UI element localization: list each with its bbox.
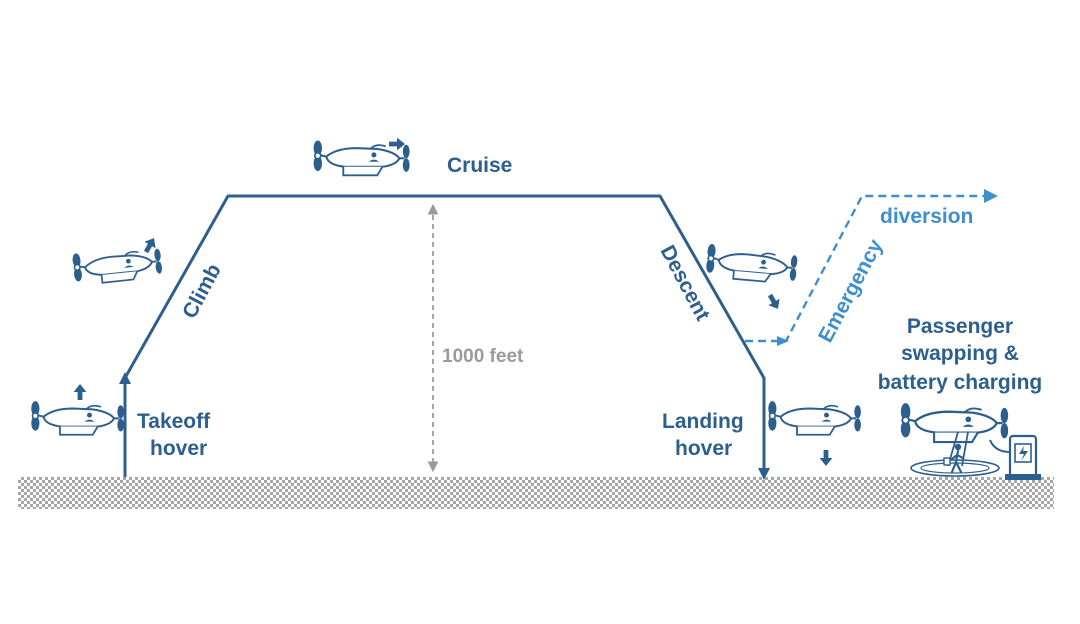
landing-label-line1: Landing (662, 410, 744, 433)
descent-label: Descent (656, 242, 715, 325)
arrow-right-icon (389, 137, 405, 151)
diversion-branch-arrowhead (777, 336, 789, 346)
landing-label-line2: hover (675, 437, 732, 460)
passenger-label-line1: Passenger (907, 315, 1013, 338)
takeoff-label-line2: hover (150, 437, 207, 460)
evtol-aircraft-icon (704, 242, 800, 286)
emergency-label: Emergency (814, 235, 888, 346)
evtol-aircraft-icon (767, 400, 862, 436)
takeoff-label-line1: Takeoff (137, 410, 211, 433)
emergency-diversion-path (745, 194, 985, 343)
flight-path (123, 194, 766, 477)
evtol-aircraft-icon (30, 400, 125, 436)
cruise-label: Cruise (447, 154, 512, 177)
arrow-down-right-icon (764, 291, 784, 313)
passenger-label-line3: battery charging (878, 371, 1043, 394)
charging-station-icon (989, 434, 1041, 480)
diversion-arrowhead (984, 189, 998, 203)
charging-pad-scene (899, 402, 1041, 480)
takeoff-arrowhead (119, 372, 131, 384)
landing-arrowhead (758, 468, 770, 480)
evtol-aircraft-icon (899, 402, 1010, 444)
ground-hatch (18, 477, 1054, 509)
arrow-down-icon (819, 450, 833, 466)
altitude-label-bg (437, 342, 549, 366)
passenger-label-line2: swapping & (901, 342, 1019, 365)
person-walking-icon (943, 443, 965, 474)
altitude-label: 1000 feet (442, 346, 524, 367)
arrow-up-icon (73, 384, 87, 400)
landing-pad-ring (910, 459, 1000, 477)
diversion-label: diversion (880, 205, 973, 228)
